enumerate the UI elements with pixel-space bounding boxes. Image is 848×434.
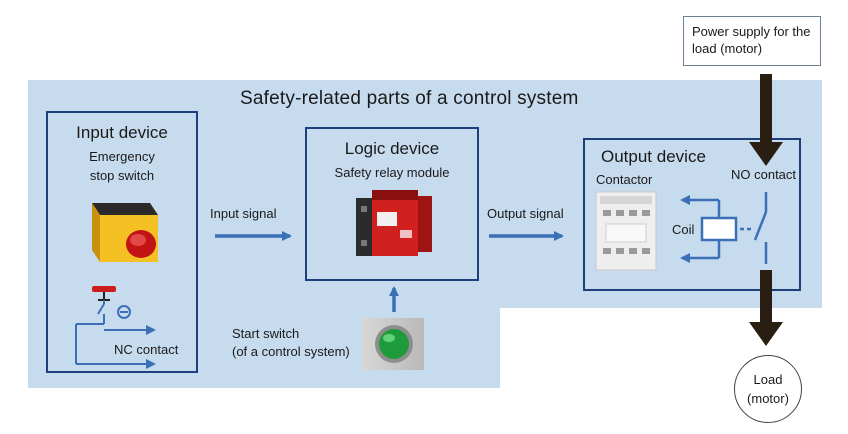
power-supply-callout: Power supply for the load (motor) xyxy=(683,16,821,66)
load-sub-label: (motor) xyxy=(747,391,789,406)
input-device-heading: Input device xyxy=(76,123,168,142)
load-label: Load xyxy=(753,372,783,387)
output-signal-label: Output signal xyxy=(487,206,564,221)
safety-relay-module-icon xyxy=(356,190,432,256)
nc-contact-schematic-icon xyxy=(75,286,156,369)
diagram-title: Safety-related parts of a control system xyxy=(240,88,579,109)
coil-label: Coil xyxy=(672,222,695,237)
no-contact-label: NO contact xyxy=(731,167,797,182)
output-device-heading: Output device xyxy=(601,147,706,166)
load-motor-circle: Load (motor) xyxy=(734,355,802,423)
input-signal-label: Input signal xyxy=(210,206,277,221)
safety-relay-label: Safety relay module xyxy=(334,165,450,180)
emergency-stop-label: Emergency stop switch xyxy=(89,149,155,183)
start-switch-button-icon xyxy=(362,318,424,370)
load-feed-arrow xyxy=(749,270,783,346)
contactor-icon xyxy=(595,191,657,271)
coil-contact-schematic-icon xyxy=(680,192,768,264)
emergency-stop-switch-icon xyxy=(92,203,158,262)
contactor-label: Contactor xyxy=(596,172,653,187)
logic-device-heading: Logic device xyxy=(344,139,440,158)
start-switch-label: Start switch (of a control system) xyxy=(232,326,350,359)
power-supply-arrow xyxy=(749,74,783,166)
nc-contact-label: NC contact xyxy=(114,342,179,357)
